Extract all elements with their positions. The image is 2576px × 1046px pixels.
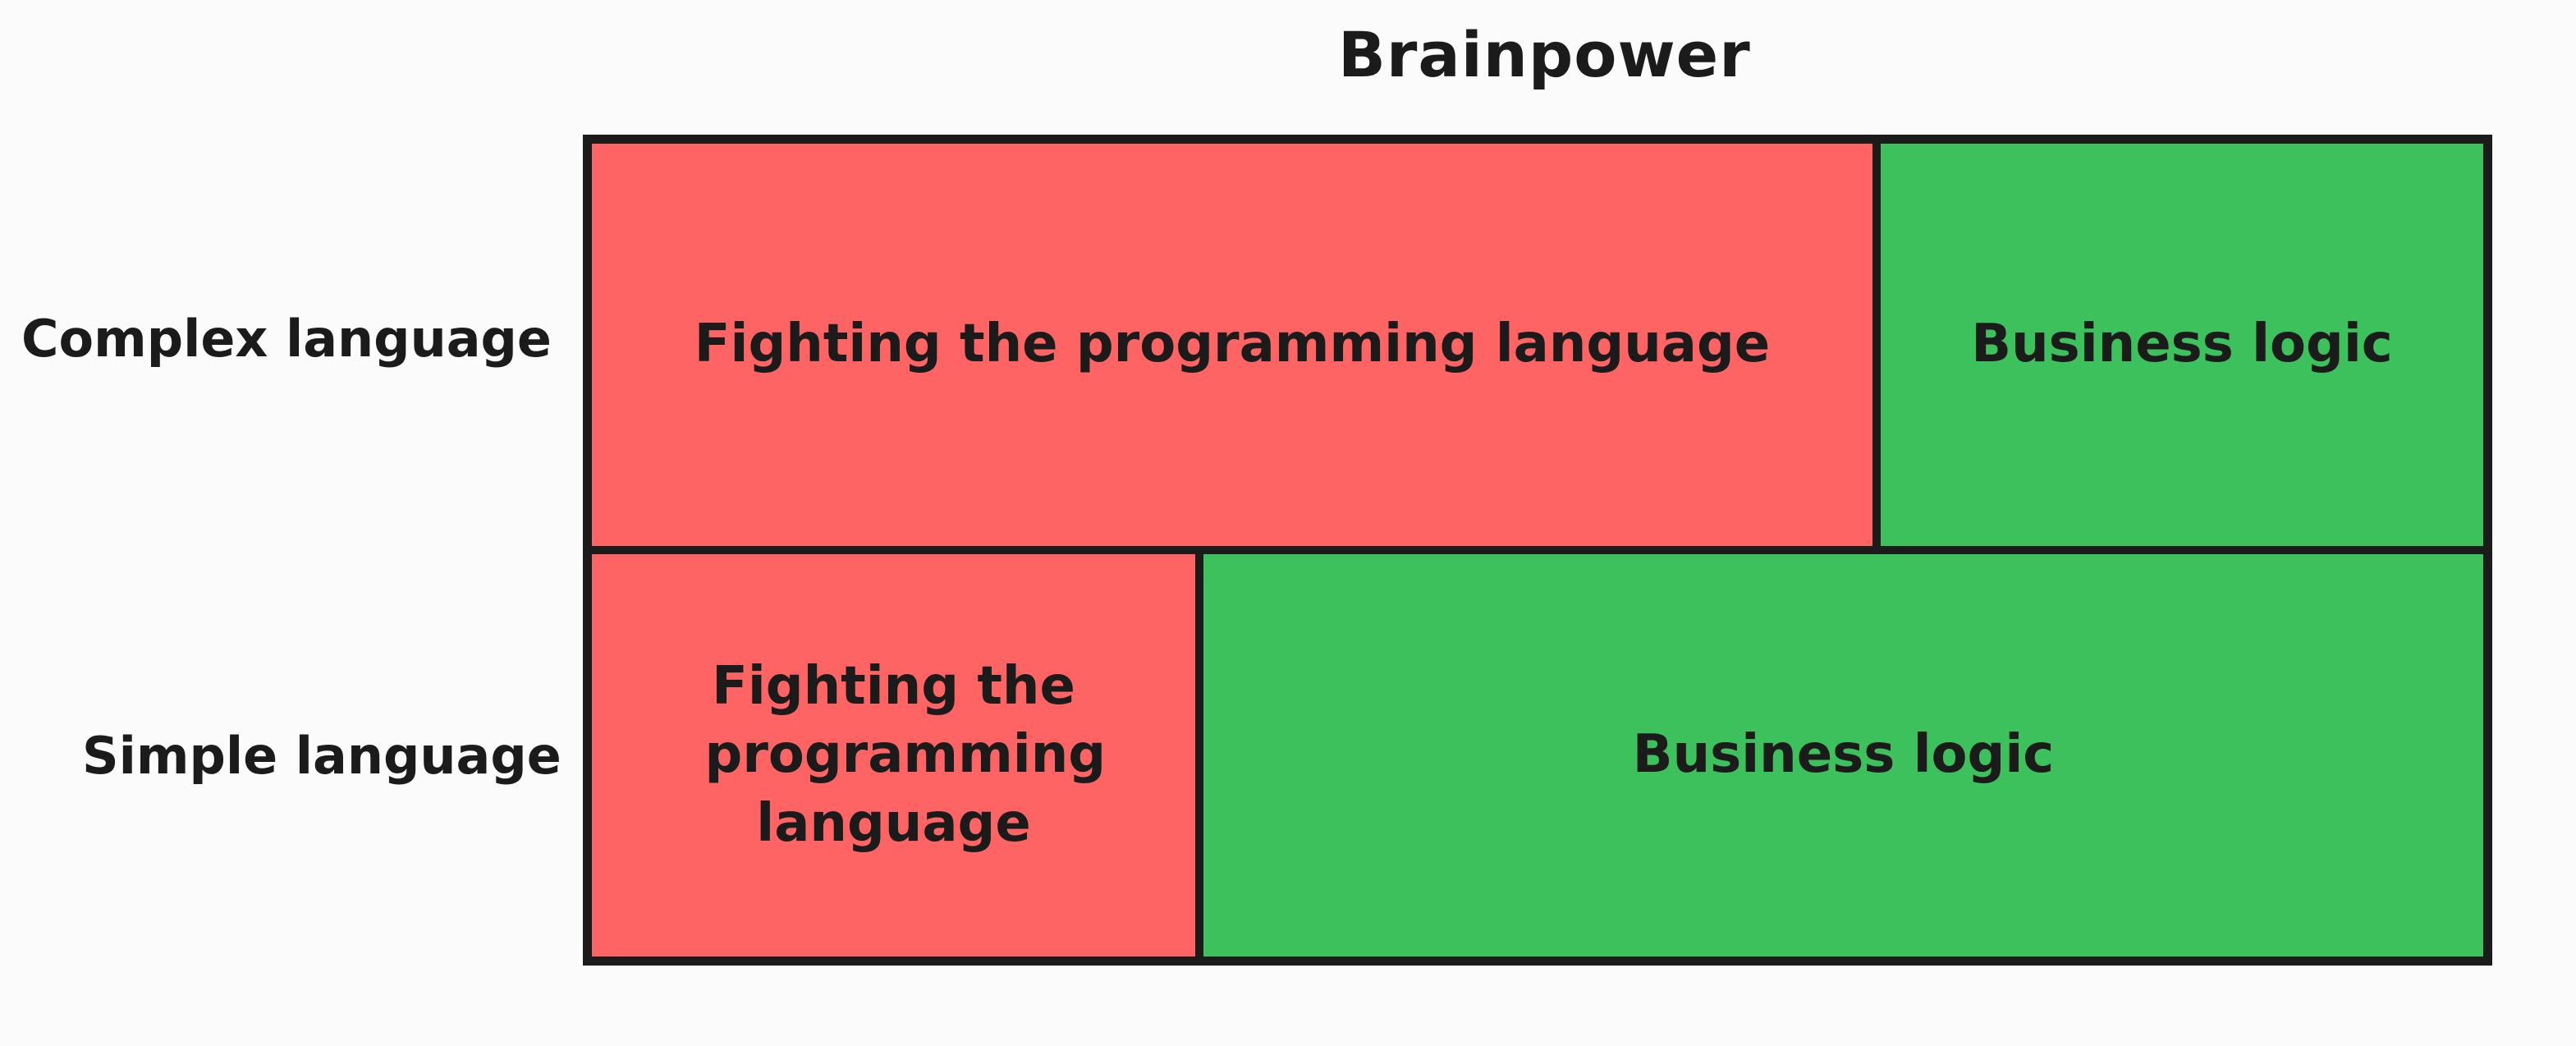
complex-fighting-label: Fighting the programming language: [694, 314, 1771, 375]
row-label-complex-language: Complex language: [21, 309, 552, 369]
row-label-simple-language: Simple language: [82, 726, 561, 786]
brainpower-grid: Fighting the programming language Busine…: [583, 135, 2492, 966]
simple-fighting-label: Fighting the programming language: [704, 656, 1107, 854]
complex-business-block: Business logic: [1877, 140, 2487, 550]
simple-business-label: Business logic: [1632, 724, 2055, 786]
complex-fighting-block: Fighting the programming language: [588, 140, 1877, 550]
simple-business-block: Business logic: [1199, 550, 2487, 961]
diagram-title: Brainpower: [1338, 18, 1751, 91]
simple-fighting-block: Fighting the programming language: [588, 550, 1199, 961]
complex-business-label: Business logic: [1971, 314, 2393, 375]
